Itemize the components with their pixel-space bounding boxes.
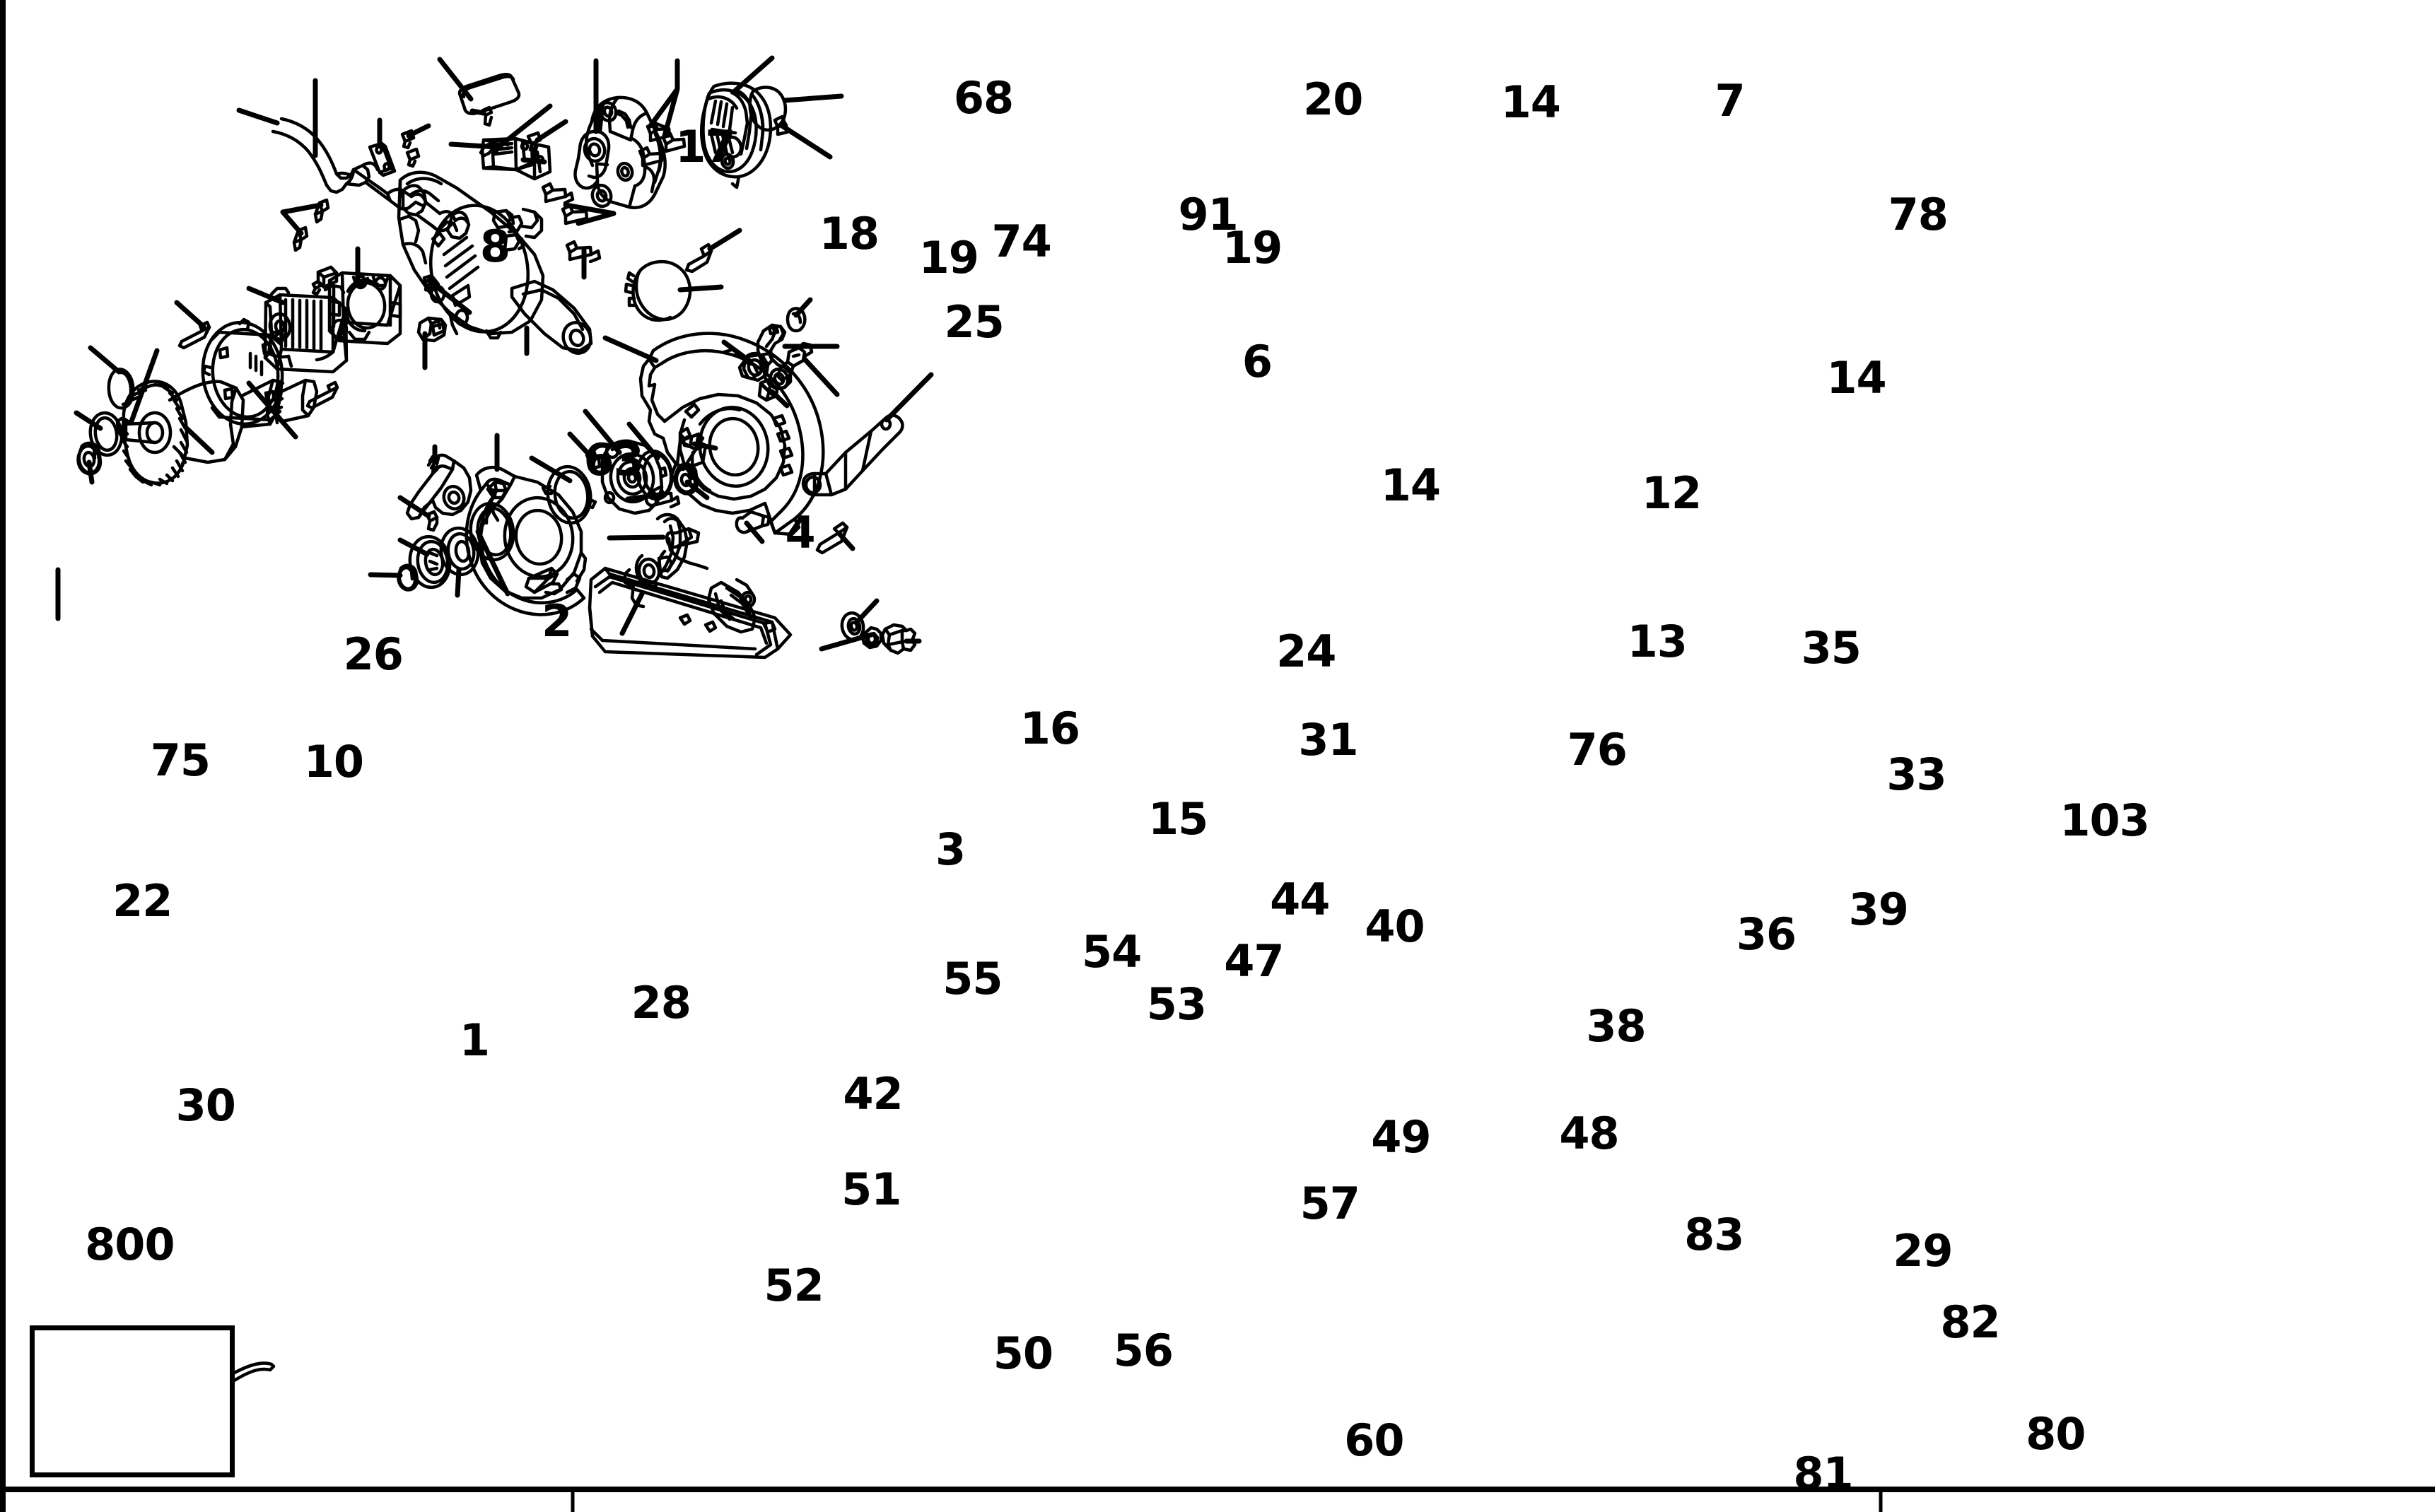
callout-76: 76	[1567, 723, 1628, 775]
callout-83: 83	[1684, 1209, 1744, 1261]
callout-1: 1	[459, 1014, 490, 1067]
callout-44: 44	[1270, 874, 1330, 926]
callout-51: 51	[841, 1163, 901, 1215]
callout-20: 20	[1303, 73, 1363, 125]
o-ring-22	[88, 411, 124, 457]
brush-holder-4	[327, 271, 402, 346]
callout-800: 800	[85, 1218, 175, 1270]
callout-60: 60	[1344, 1414, 1404, 1467]
callout-8: 8	[479, 221, 510, 273]
screw-74	[481, 105, 494, 127]
callout-35: 35	[1801, 622, 1862, 674]
bolt-24	[565, 240, 602, 264]
callout-39: 39	[1848, 883, 1909, 935]
bolt-14-d	[773, 115, 789, 136]
callout-26: 26	[343, 628, 404, 681]
callout-103: 103	[2060, 795, 2149, 847]
callout-42: 42	[843, 1068, 903, 1120]
callout-24: 24	[1276, 625, 1336, 677]
callout-52: 52	[764, 1260, 824, 1312]
callout-15: 15	[1148, 792, 1208, 845]
bolt-83	[735, 510, 771, 534]
screw-12	[684, 242, 713, 274]
bolt-14-e	[541, 182, 575, 205]
callout-49: 49	[1371, 1110, 1431, 1163]
screw-26-b	[305, 380, 339, 410]
gear-case-cover-7	[699, 81, 773, 189]
callout-25: 25	[944, 296, 1004, 348]
bolt-14-b	[661, 131, 687, 153]
handle-cover-20	[573, 95, 667, 209]
callout-17: 17	[675, 121, 735, 173]
callout-82: 82	[1940, 1296, 2000, 1348]
callout-40: 40	[1365, 901, 1425, 953]
cord-retainer-plate	[368, 141, 397, 177]
callout-29: 29	[1893, 1224, 1953, 1277]
callout-14: 14	[1380, 459, 1441, 511]
callout-55: 55	[942, 952, 1003, 1004]
callout-12: 12	[1641, 467, 1702, 520]
leader-lines	[55, 55, 934, 652]
retaining-ring-75	[107, 368, 135, 410]
brush-block	[311, 265, 339, 296]
callout-91: 91	[1178, 189, 1238, 241]
callout-68: 68	[953, 71, 1014, 124]
callout-28: 28	[631, 976, 691, 1028]
screw-47	[585, 450, 602, 471]
callout-50: 50	[993, 1328, 1053, 1380]
callout-33: 33	[1886, 749, 1946, 801]
callout-54: 54	[1082, 925, 1142, 978]
bolt-14-c	[638, 146, 664, 168]
callout-31: 31	[1298, 714, 1358, 766]
callout-4: 4	[785, 507, 816, 559]
callout-14: 14	[1500, 76, 1561, 129]
callout-14: 14	[1826, 351, 1886, 404]
callout-47: 47	[1224, 935, 1284, 988]
clip-ring-53	[541, 464, 597, 525]
callout-53: 53	[1146, 978, 1207, 1030]
base-plate-60	[588, 512, 793, 660]
callout-6: 6	[1242, 336, 1273, 388]
callout-19: 19	[918, 231, 979, 283]
screw-19-b	[405, 147, 421, 168]
callout-57: 57	[1300, 1177, 1360, 1229]
title-block-dividers	[571, 1487, 1883, 1512]
callout-2: 2	[542, 595, 572, 647]
callout-48: 48	[1559, 1108, 1619, 1160]
callout-74: 74	[991, 216, 1052, 268]
callout-38: 38	[1586, 1000, 1646, 1053]
callout-10: 10	[303, 736, 364, 788]
screw-42	[425, 510, 439, 532]
wrench-103	[801, 414, 904, 497]
callout-7: 7	[1715, 75, 1746, 127]
inset-accessory-box	[30, 1325, 235, 1477]
callout-63: 63	[583, 434, 644, 486]
callout-36: 36	[1736, 908, 1797, 961]
armature-1	[118, 378, 319, 487]
callout-56: 56	[1113, 1324, 1174, 1376]
callout-22: 22	[112, 875, 173, 927]
callout-16: 16	[1020, 703, 1080, 755]
lever-arm-55	[405, 453, 473, 521]
callout-19: 19	[1222, 222, 1283, 274]
callout-78: 78	[1888, 189, 1949, 241]
nut-52	[397, 563, 419, 592]
power-cord-assembly	[271, 117, 471, 240]
callout-13: 13	[1627, 616, 1688, 668]
screw-26-a	[177, 320, 211, 350]
end-cap-13	[624, 260, 692, 322]
ring-56	[469, 501, 515, 562]
callout-80: 80	[2026, 1408, 2086, 1460]
bearing-10	[115, 416, 129, 439]
callout-81: 81	[1793, 1448, 1853, 1500]
callout-75: 75	[150, 734, 211, 787]
callout-18: 18	[819, 208, 880, 260]
callout-3: 3	[935, 823, 966, 875]
callout-30: 30	[175, 1079, 236, 1131]
